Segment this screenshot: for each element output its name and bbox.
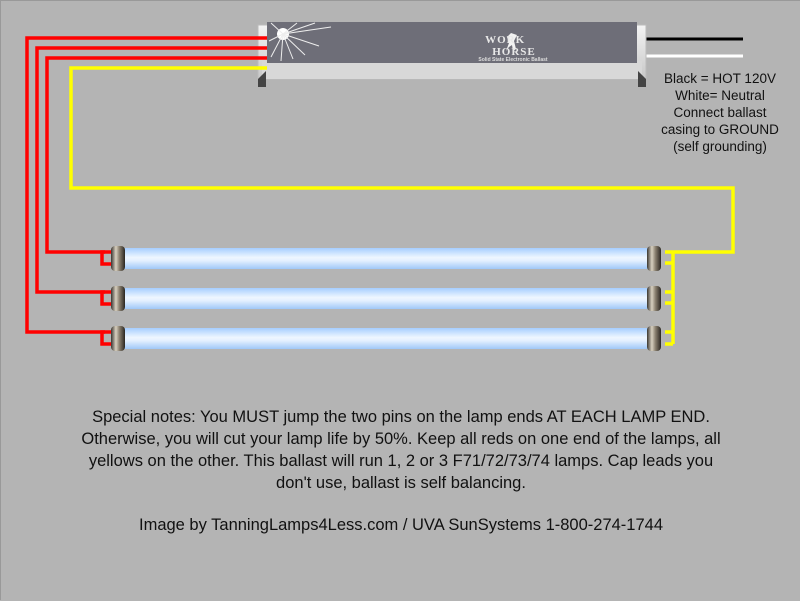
red-wire-lamp-1 bbox=[45, 56, 267, 254]
lamp-3-right-cap bbox=[647, 326, 661, 351]
legend-line-2: White= Neutral bbox=[675, 88, 765, 103]
ballast bbox=[257, 22, 647, 87]
image-credit: Image by TanningLamps4Less.com / UVA Sun… bbox=[138, 516, 664, 534]
legend-line-1: Black = HOT 120V bbox=[664, 71, 776, 86]
ballast-label-plate bbox=[267, 22, 637, 63]
sunburst-icon bbox=[268, 22, 332, 62]
special-notes: Special notes: You MUST jump the two pin… bbox=[31, 406, 771, 494]
lamp-1-right-cap bbox=[647, 246, 661, 271]
notes-line-4: don't use, ballast is self balancing. bbox=[276, 474, 526, 492]
red-wire-lamp-3 bbox=[25, 36, 267, 334]
notes-line-2: Otherwise, you will cut your lamp life b… bbox=[81, 430, 721, 448]
brand-left: WORK bbox=[485, 34, 526, 46]
red-wires bbox=[25, 36, 267, 346]
lamp-1 bbox=[111, 246, 661, 271]
yellow-wire bbox=[69, 66, 735, 346]
lamp-3 bbox=[111, 326, 661, 351]
supply-wires bbox=[641, 37, 743, 58]
lamp-1-left-cap bbox=[111, 246, 125, 271]
lamp-2-right-cap bbox=[647, 286, 661, 311]
notes-line-3: yellows on the other. This ballast will … bbox=[88, 452, 714, 470]
lamp-2-left-cap bbox=[111, 286, 125, 311]
legend-line-4: casing to GROUND bbox=[661, 122, 779, 137]
horse-logo-icon bbox=[506, 33, 517, 51]
notes-line-1: Special notes: You MUST jump the two pin… bbox=[92, 408, 710, 426]
ballast-subtitle: Solid State Electronic Ballast bbox=[478, 57, 548, 63]
brand-right: HORSE bbox=[492, 46, 536, 58]
wiring-legend: Black = HOT 120V White= Neutral Connect … bbox=[641, 70, 799, 155]
legend-line-5: (self grounding) bbox=[673, 139, 767, 154]
lamp-3-left-cap bbox=[111, 326, 125, 351]
lamp-2 bbox=[111, 286, 661, 311]
red-wire-lamp-2 bbox=[35, 46, 267, 294]
legend-line-3: Connect ballast bbox=[673, 105, 767, 120]
ballast-brand: WORK HORSE bbox=[469, 34, 559, 58]
